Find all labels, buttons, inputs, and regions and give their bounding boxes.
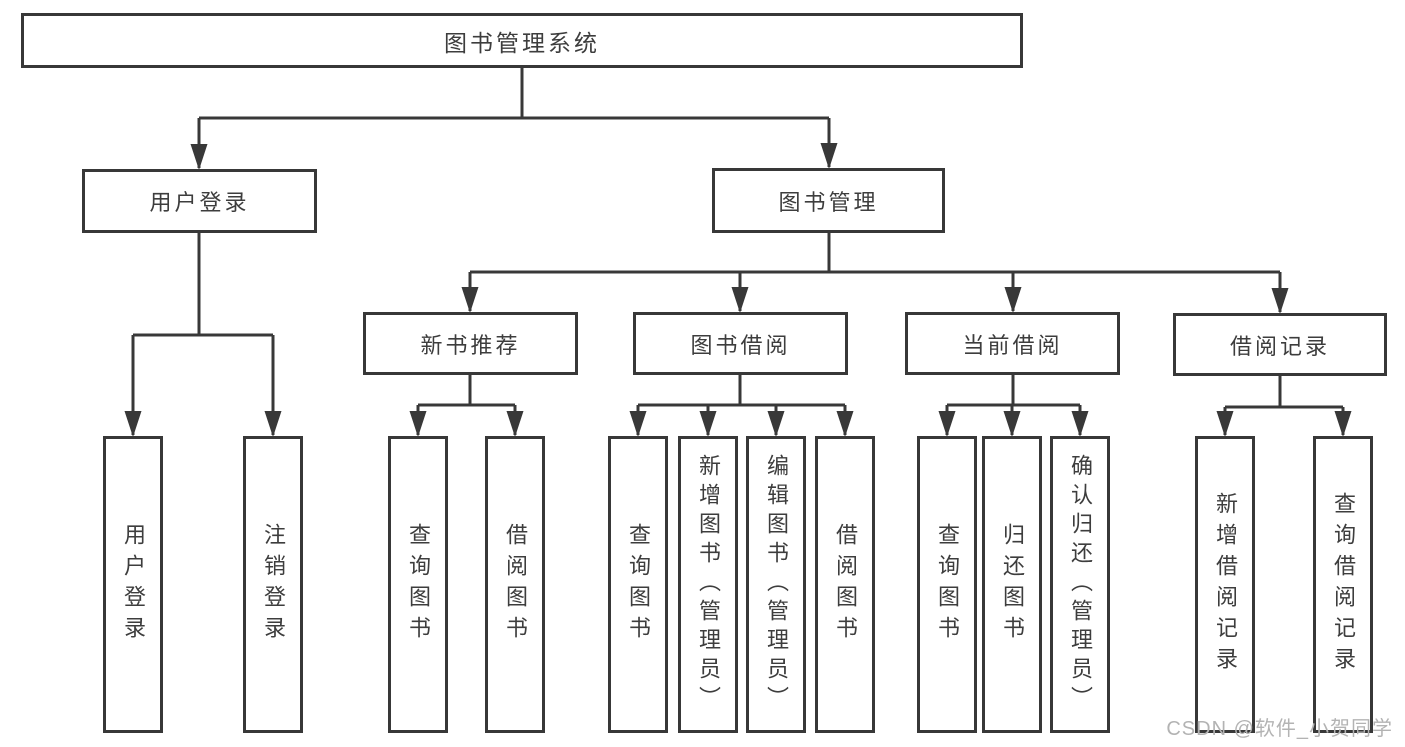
leaf-label: 查询图书 [406, 522, 431, 647]
leaf-logout: 注销登录 [243, 436, 303, 733]
node-current-borrowing: 当前借阅 [905, 312, 1120, 375]
node-system-root: 图书管理系统 [21, 13, 1023, 68]
node-label: 当前借阅 [962, 332, 1063, 358]
node-label: 新书推荐 [420, 332, 521, 358]
leaf-label: 注销登录 [261, 522, 286, 647]
node-label: 图书管理 [778, 189, 879, 215]
node-label: 借阅记录 [1229, 333, 1330, 359]
leaf-label: 查询借阅记录 [1331, 491, 1356, 678]
leaf-label: 新增借阅记录 [1213, 491, 1238, 678]
leaf-label: 借阅图书 [503, 522, 528, 647]
leaf-label: 查询图书 [935, 522, 960, 647]
node-borrowing-records: 借阅记录 [1173, 313, 1387, 376]
node-book-borrowing: 图书借阅 [633, 312, 848, 375]
node-user-login: 用户登录 [82, 169, 317, 233]
leaf-label: 编辑图书（管理员） [764, 454, 789, 715]
leaf-borrow-books-recommend: 借阅图书 [485, 436, 545, 733]
leaf-label: 确认归还（管理员） [1068, 454, 1093, 715]
node-new-book-recommend: 新书推荐 [363, 312, 578, 375]
csdn-watermark: CSDN @软件_小贺同学 [1166, 718, 1393, 740]
leaf-label: 查询图书 [626, 522, 651, 647]
node-book-management: 图书管理 [712, 168, 945, 233]
node-label: 图书管理系统 [444, 29, 600, 56]
leaf-query-books-recommend: 查询图书 [388, 436, 448, 733]
leaf-query-books-current: 查询图书 [917, 436, 977, 733]
leaf-return-books: 归还图书 [982, 436, 1042, 733]
leaf-label: 借阅图书 [833, 522, 858, 647]
leaf-label: 用户登录 [121, 522, 146, 647]
node-label: 图书借阅 [690, 332, 791, 358]
leaf-query-books-borrowing: 查询图书 [608, 436, 668, 733]
leaf-label: 新增图书（管理员） [696, 454, 721, 715]
leaf-add-borrow-record: 新增借阅记录 [1195, 436, 1255, 733]
leaf-label: 归还图书 [1000, 522, 1025, 647]
leaf-user-login: 用户登录 [103, 436, 163, 733]
leaf-add-books-admin: 新增图书（管理员） [678, 436, 738, 733]
leaf-edit-books-admin: 编辑图书（管理员） [746, 436, 806, 733]
leaf-query-borrow-record: 查询借阅记录 [1313, 436, 1373, 733]
leaf-borrow-books-borrowing: 借阅图书 [815, 436, 875, 733]
node-label: 用户登录 [149, 190, 250, 215]
leaf-confirm-return-admin: 确认归还（管理员） [1050, 436, 1110, 733]
